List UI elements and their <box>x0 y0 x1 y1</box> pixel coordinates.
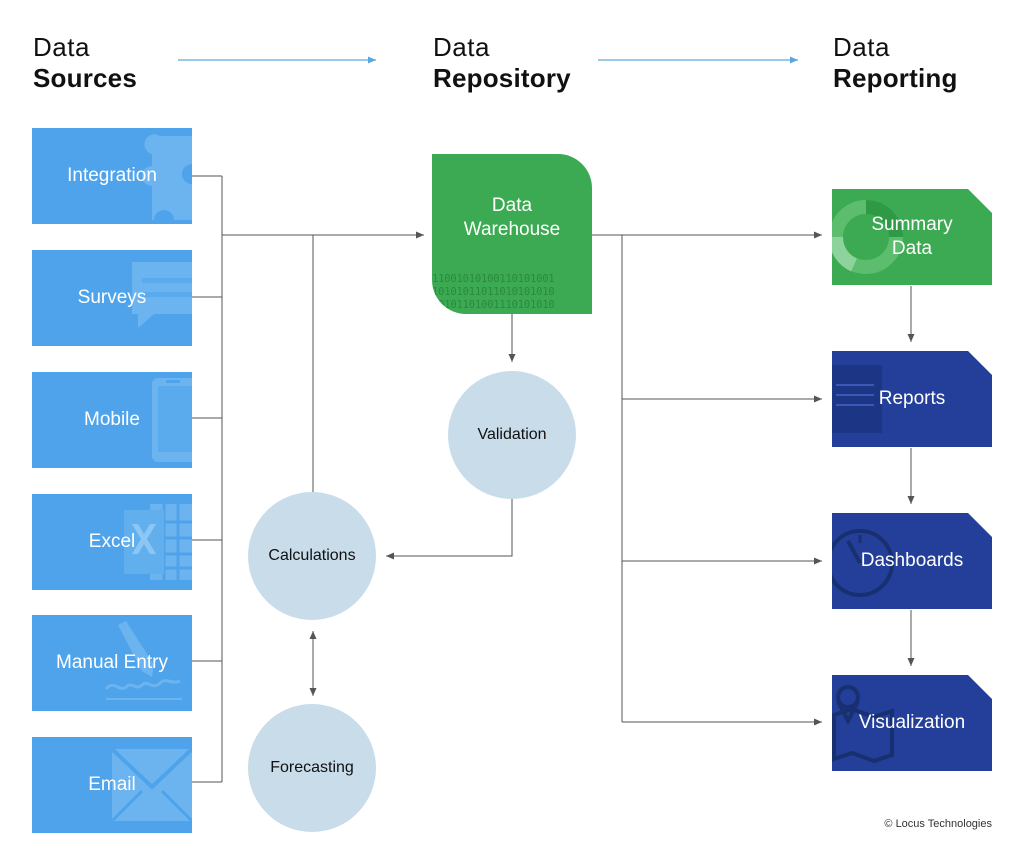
source-label: Excel <box>88 531 136 552</box>
header-repository-light: Data <box>433 32 490 62</box>
report-label: Summary Data <box>871 214 953 259</box>
header-sources-bold: Sources <box>33 63 138 93</box>
source-mobile: Mobile <box>32 372 192 468</box>
arrow-to-calculations <box>386 498 513 560</box>
copyright-text: © Locus Technologies <box>884 818 992 830</box>
map-pin-icon <box>832 685 894 764</box>
document-icon <box>832 365 882 433</box>
chat-bubble-icon <box>132 262 192 328</box>
header-sources-light: Data <box>33 32 90 62</box>
puzzle-icon <box>142 134 192 220</box>
phone-icon <box>152 378 192 462</box>
pen-signature-icon <box>104 621 182 700</box>
warehouse-label: Data Warehouse <box>463 195 561 240</box>
calculations-node: Calculations <box>248 492 376 620</box>
source-label: Mobile <box>84 409 140 430</box>
report-visualization: Visualization <box>832 675 992 771</box>
validation-node: Validation <box>448 371 576 499</box>
data-warehouse: Data Warehouse 11001010100110101001 1010… <box>432 154 592 314</box>
header-data-sources: Data Sources <box>33 34 137 91</box>
report-dashboards: Dashboards <box>832 513 992 609</box>
source-excel: Excel <box>32 494 192 590</box>
header-repository-bold: Repository <box>433 63 571 93</box>
header-data-repository: Data Repository <box>433 34 571 91</box>
header-data-reporting: Data Reporting <box>833 34 958 91</box>
header-reporting-bold: Reporting <box>833 63 958 93</box>
donut-chart-icon <box>832 200 903 274</box>
validation-label: Validation <box>477 426 547 443</box>
calculations-label: Calculations <box>268 547 356 564</box>
source-integration: Integration <box>32 128 192 224</box>
source-label: Manual Entry <box>56 652 168 673</box>
binary-pattern: 11001010100110101001 1010101101101010101… <box>432 273 555 311</box>
source-label: Surveys <box>77 287 147 308</box>
report-label: Dashboards <box>860 550 964 571</box>
excel-icon <box>124 504 192 580</box>
report-reports: Reports <box>832 351 992 447</box>
report-summary-data: Summary Data <box>832 189 992 285</box>
header-reporting-light: Data <box>833 32 890 62</box>
gauge-icon <box>832 529 894 597</box>
source-label: Integration <box>67 165 157 186</box>
forecasting-node: Forecasting <box>248 704 376 832</box>
forecasting-label: Forecasting <box>270 759 354 776</box>
report-label: Reports <box>878 388 946 409</box>
source-email: Email <box>32 737 192 833</box>
source-manual-entry: Manual Entry <box>32 615 192 711</box>
source-surveys: Surveys <box>32 250 192 346</box>
report-label: Visualization <box>858 712 966 733</box>
envelope-icon <box>110 747 192 823</box>
source-label: Email <box>88 774 136 795</box>
